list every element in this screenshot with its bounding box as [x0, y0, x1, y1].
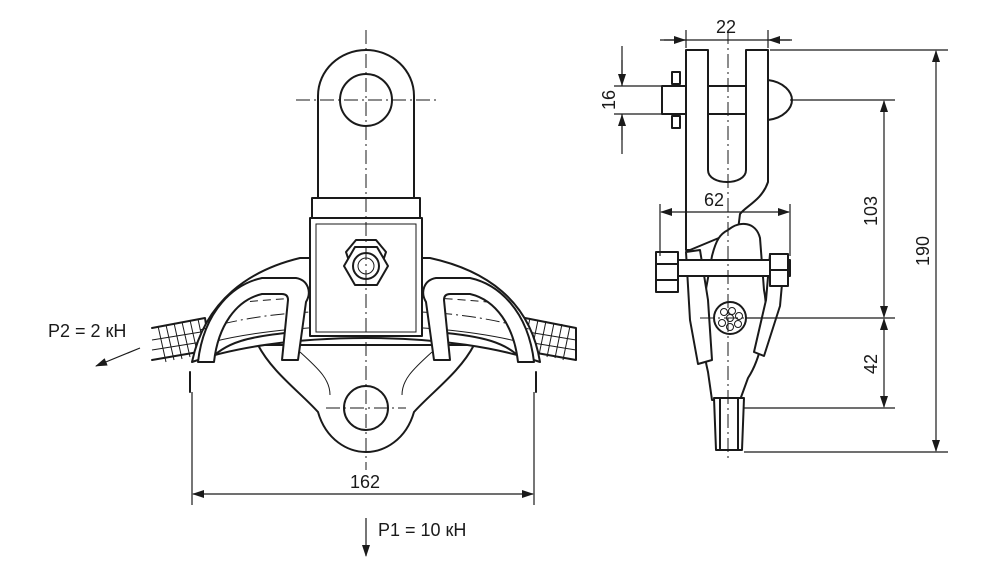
load-label-p1: P1 = 10 кН	[378, 520, 466, 540]
dimension-16	[614, 46, 670, 154]
dimension-190	[744, 49, 948, 453]
clevis-yoke	[685, 49, 769, 251]
dim-label-16: 16	[599, 90, 619, 110]
dim-label-62: 62	[704, 190, 724, 210]
dimension-103-42	[744, 99, 895, 409]
left-clamp-finger	[197, 277, 310, 363]
side-bolt	[655, 251, 791, 293]
dim-label-103: 103	[861, 196, 881, 226]
load-label-p2: P2 = 2 кН	[48, 321, 126, 341]
dim-label-162: 162	[350, 472, 380, 492]
dimension-162	[191, 392, 535, 505]
dim-label-190: 190	[913, 236, 933, 266]
dim-label-22: 22	[716, 17, 736, 37]
dimension-62	[659, 204, 791, 256]
dim-label-42: 42	[861, 354, 881, 374]
hex-nut-front	[343, 239, 389, 286]
right-clamp-finger	[422, 277, 535, 363]
pin-head	[661, 71, 687, 129]
dimension-22	[660, 30, 792, 48]
front-view	[95, 30, 577, 557]
side-view	[614, 30, 948, 460]
bottom-tongue	[713, 397, 745, 451]
